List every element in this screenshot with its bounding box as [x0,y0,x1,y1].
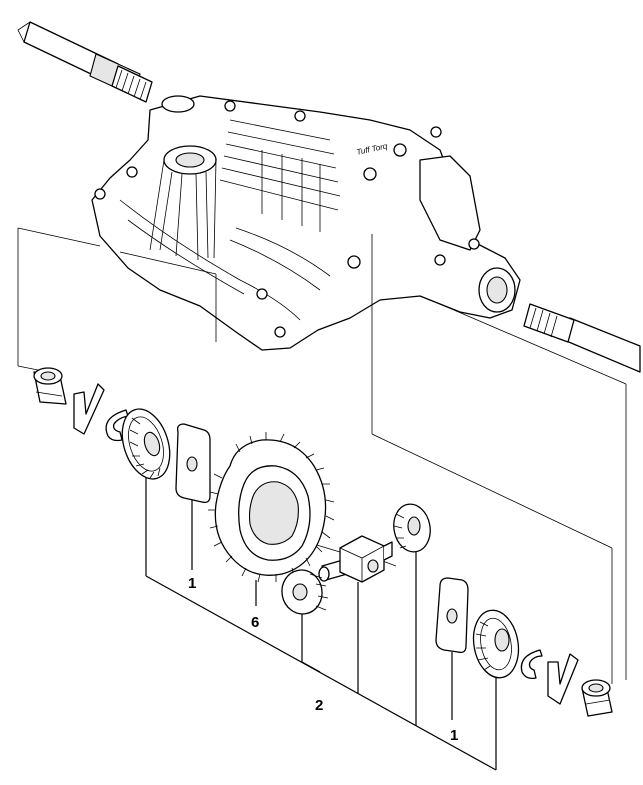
leader-lines [145,478,497,771]
left-thrust-washer [175,423,211,504]
callout-ring-gear: 6 [251,614,259,631]
left-axle-shaft [17,21,153,103]
left-snap-ring [105,409,129,442]
left-axle-bevel-gear [121,408,171,480]
right-axle-shaft [523,303,641,373]
right-axle-bevel-gear [472,609,520,679]
left-bushing [33,367,67,405]
lower-pinion-gear [281,569,329,615]
upper-pinion-gear [393,503,431,553]
right-snap-ring [520,649,543,680]
right-retainer-clip [547,653,579,705]
spider-block [339,535,393,583]
callout-thrust-washer-right: 1 [450,727,458,744]
left-retainer-clip [73,383,105,435]
callout-thrust-washer-left: 1 [188,575,196,592]
ring-gear [208,432,335,583]
transaxle-housing: Tuff Torq [91,95,521,351]
right-thrust-washer [435,577,469,654]
explosion-guide-lines [17,227,627,684]
callout-differential-kit: 2 [315,697,323,714]
right-bushing [581,679,613,717]
